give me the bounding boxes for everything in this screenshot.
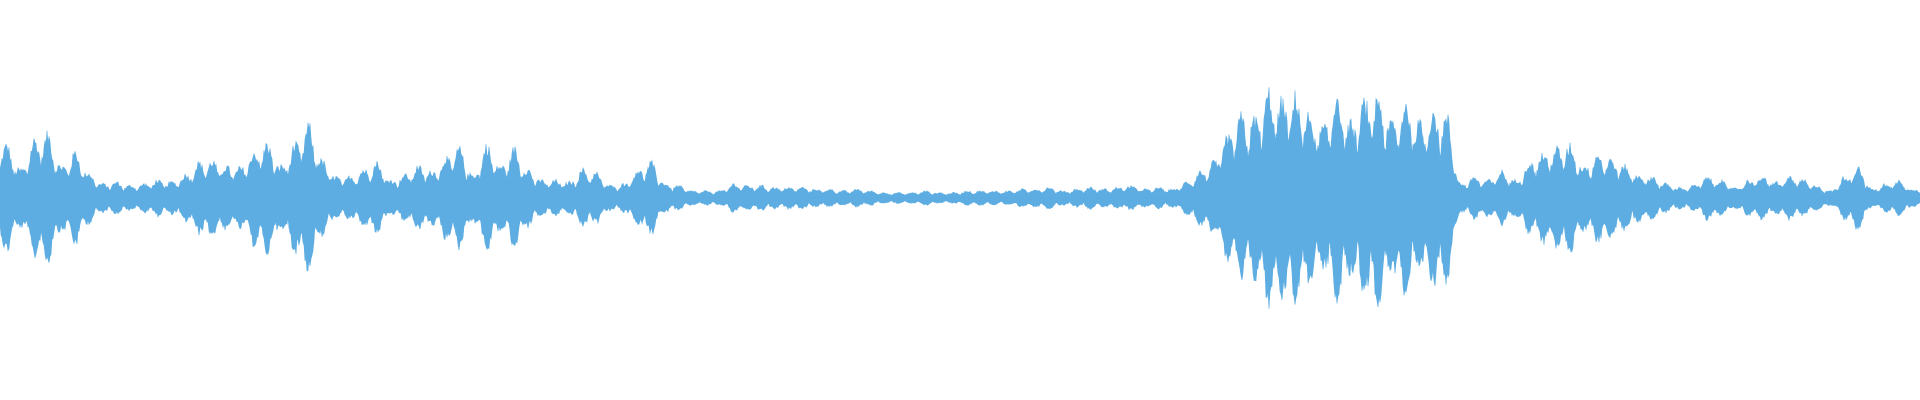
waveform-panel[interactable] [0,0,1920,400]
audio-waveform[interactable] [0,0,1920,400]
